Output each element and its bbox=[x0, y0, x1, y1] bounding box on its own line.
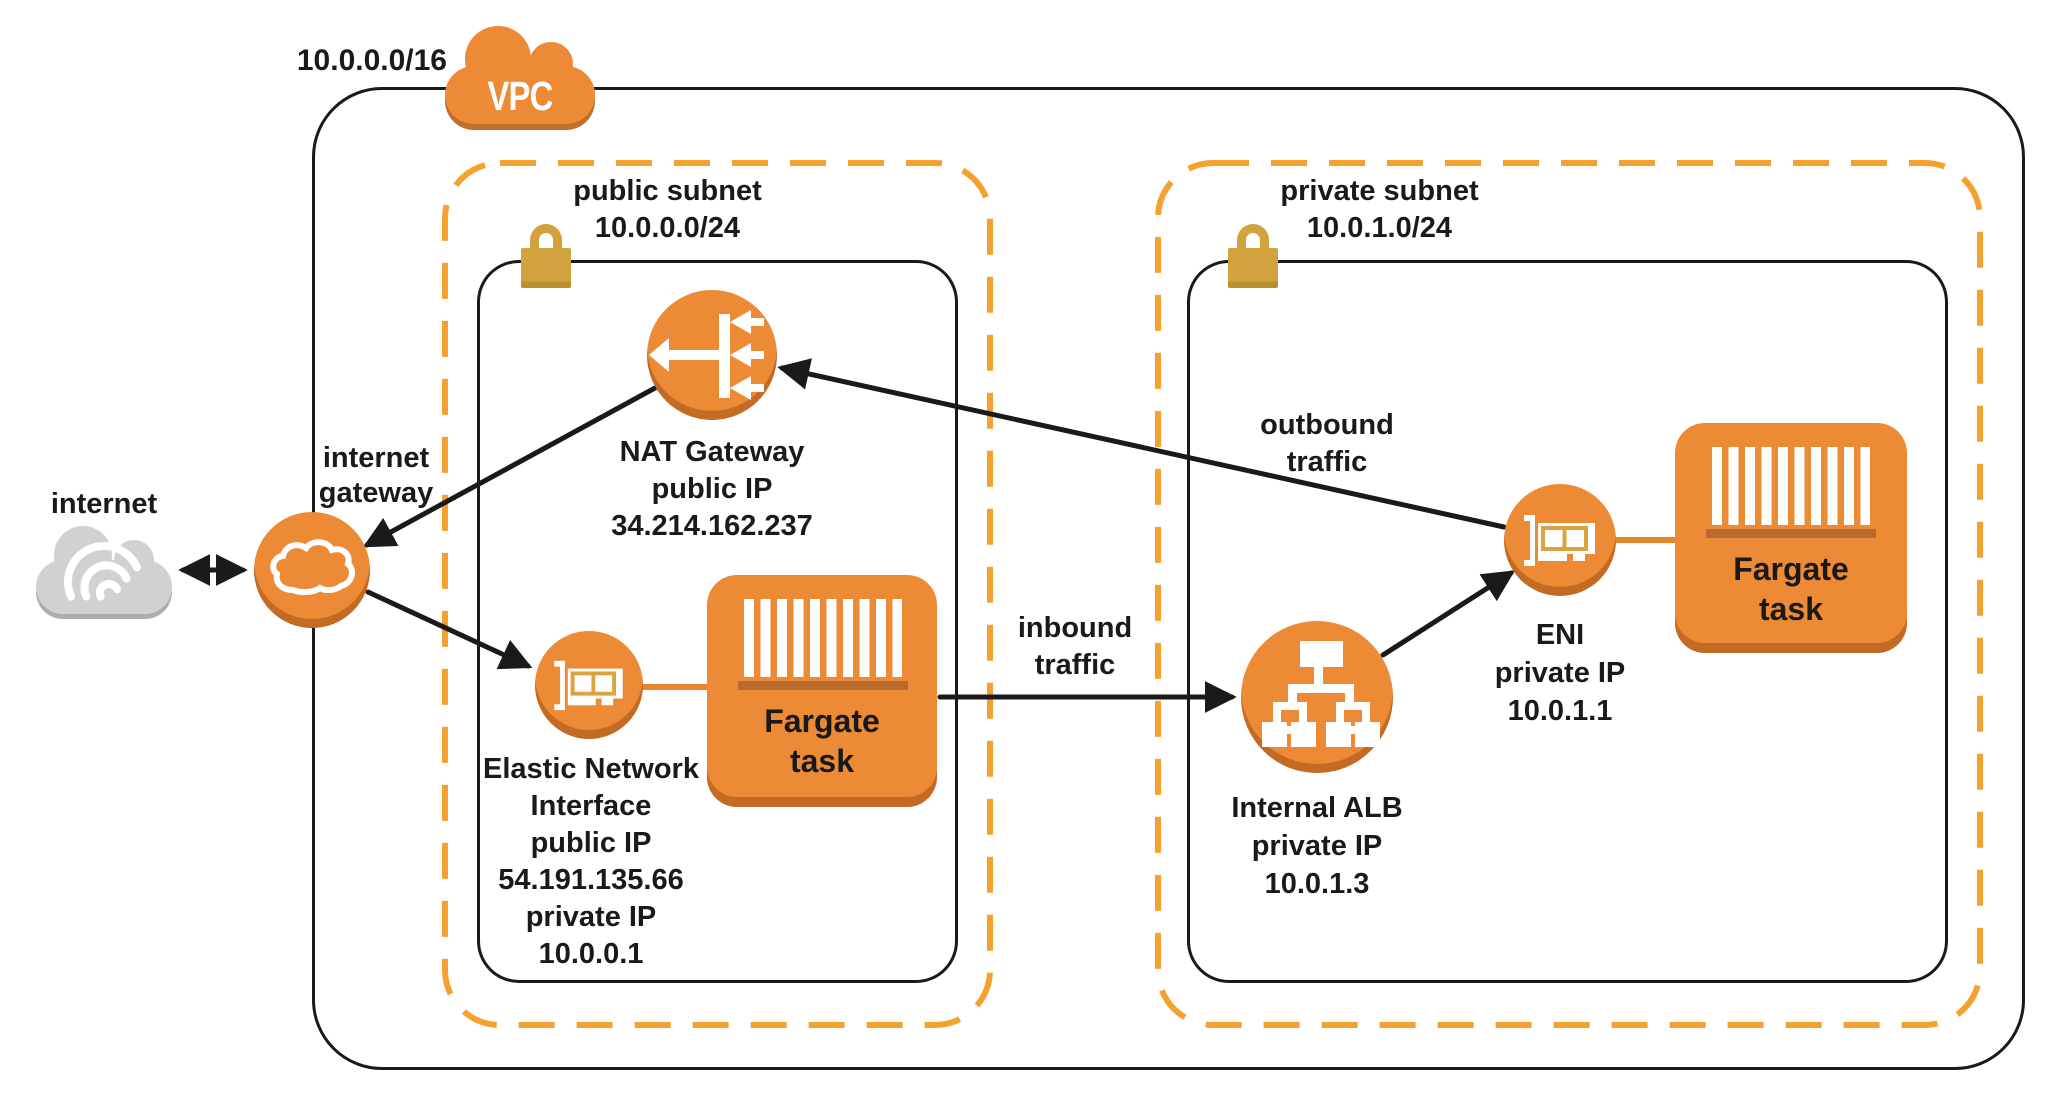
eni-public-label: Elastic Network Interface public IP 54.1… bbox=[443, 751, 739, 973]
public-subnet-dashed-border bbox=[442, 160, 993, 1028]
public-subnet-title: public subnet bbox=[573, 175, 762, 207]
cloud-base bbox=[445, 66, 595, 124]
eni-public-private-ip-label: private IP bbox=[525, 901, 657, 933]
eni-public-name-line1: Elastic Network bbox=[483, 753, 699, 785]
lock-body bbox=[521, 248, 571, 288]
lock-body bbox=[1228, 248, 1278, 288]
network-card-glyph bbox=[1524, 515, 1595, 566]
public-subnet-lock-icon bbox=[521, 224, 571, 288]
eni-public-ip-label: public IP bbox=[530, 827, 652, 859]
igw-label-line1: internet bbox=[322, 442, 430, 474]
fargate-task-label: task bbox=[789, 743, 855, 779]
alb-name: Internal ALB bbox=[1231, 792, 1403, 824]
public-subnet-cidr: 10.0.0.0/24 bbox=[594, 212, 741, 244]
eni-public-name-line2: Interface bbox=[530, 790, 652, 822]
fargate-task-label: task bbox=[1758, 591, 1824, 627]
eni-private-label: ENI private IP 10.0.1.1 bbox=[1412, 616, 1708, 730]
outbound-label-line1: outbound bbox=[1260, 409, 1394, 441]
fargate-task-private: Fargate task bbox=[1675, 423, 1907, 653]
alb-ip: 10.0.1.3 bbox=[1264, 868, 1370, 900]
outbound-traffic-arrow bbox=[777, 358, 1507, 530]
eni-private-name: ENI bbox=[1535, 619, 1585, 651]
cloud-outline-glyph bbox=[270, 539, 356, 596]
igw-label-line2: gateway bbox=[318, 477, 434, 509]
internet-gateway-icon bbox=[254, 512, 370, 628]
eni-private-ip: 10.0.1.1 bbox=[1507, 695, 1613, 727]
outbound-traffic-label: outbound traffic bbox=[1227, 407, 1427, 481]
internal-alb-label: Internal ALB private IP 10.0.1.3 bbox=[1166, 789, 1468, 903]
nat-gateway-name: NAT Gateway bbox=[619, 436, 805, 468]
lock-shackle bbox=[530, 224, 562, 249]
alb-to-eni-arrow bbox=[1380, 570, 1516, 658]
container-shelf bbox=[1706, 529, 1876, 538]
vpc-label: VPC bbox=[487, 73, 553, 119]
private-subnet-dashed-border bbox=[1155, 160, 1983, 1028]
internet-cloud-icon bbox=[36, 522, 172, 618]
fargate-task-label: Fargate bbox=[1733, 551, 1849, 587]
private-subnet-title: private subnet bbox=[1280, 175, 1479, 207]
fargate-task-label: Fargate bbox=[764, 703, 880, 739]
nat-gateway-ip: 34.214.162.237 bbox=[611, 510, 813, 542]
private-subnet-label: private subnet 10.0.1.0/24 bbox=[1257, 173, 1502, 247]
wifi-waves-icon bbox=[64, 542, 141, 601]
igw-to-eni-arrow bbox=[365, 589, 533, 670]
outbound-label-line2: traffic bbox=[1286, 446, 1368, 478]
nat-glyph bbox=[649, 310, 764, 400]
container-shelf bbox=[738, 681, 908, 690]
vpc-cloud-icon: VPC bbox=[445, 26, 595, 128]
nat-to-igw-arrow bbox=[362, 385, 658, 548]
private-subnet-lock-icon bbox=[1228, 224, 1278, 288]
private-subnet-cidr: 10.0.1.0/24 bbox=[1306, 212, 1453, 244]
public-subnet-label: public subnet 10.0.0.0/24 bbox=[545, 173, 790, 247]
nat-gateway-icon bbox=[647, 290, 777, 420]
eni-public-icon bbox=[535, 631, 643, 739]
inbound-label-line1: inbound bbox=[1017, 612, 1133, 644]
internal-alb-icon bbox=[1241, 621, 1393, 773]
nat-gateway-ip-label: public IP bbox=[651, 473, 773, 505]
load-balancer-tree-glyph bbox=[1262, 641, 1380, 747]
container-stripes-icon bbox=[744, 599, 902, 677]
vpc-cidr-label: 10.0.0.0/16 bbox=[296, 44, 447, 77]
internet-gateway-label: internet gateway bbox=[296, 441, 456, 511]
inbound-label-line2: traffic bbox=[1034, 649, 1116, 681]
network-card-glyph bbox=[554, 660, 623, 711]
eni-public-private-ip: 10.0.0.1 bbox=[538, 938, 644, 970]
alb-ip-label: private IP bbox=[1251, 830, 1383, 862]
fargate-task-public: Fargate task bbox=[707, 575, 937, 807]
container-stripes-icon bbox=[1712, 447, 1870, 525]
lock-shackle bbox=[1237, 224, 1269, 249]
inbound-traffic-label: inbound traffic bbox=[975, 610, 1175, 684]
nat-gateway-label: NAT Gateway public IP 34.214.162.237 bbox=[562, 434, 862, 545]
eni-public-ip: 54.191.135.66 bbox=[498, 864, 684, 896]
internet-label: internet bbox=[50, 488, 158, 520]
eni-private-icon bbox=[1504, 484, 1616, 596]
eni-private-ip-label: private IP bbox=[1494, 657, 1626, 689]
